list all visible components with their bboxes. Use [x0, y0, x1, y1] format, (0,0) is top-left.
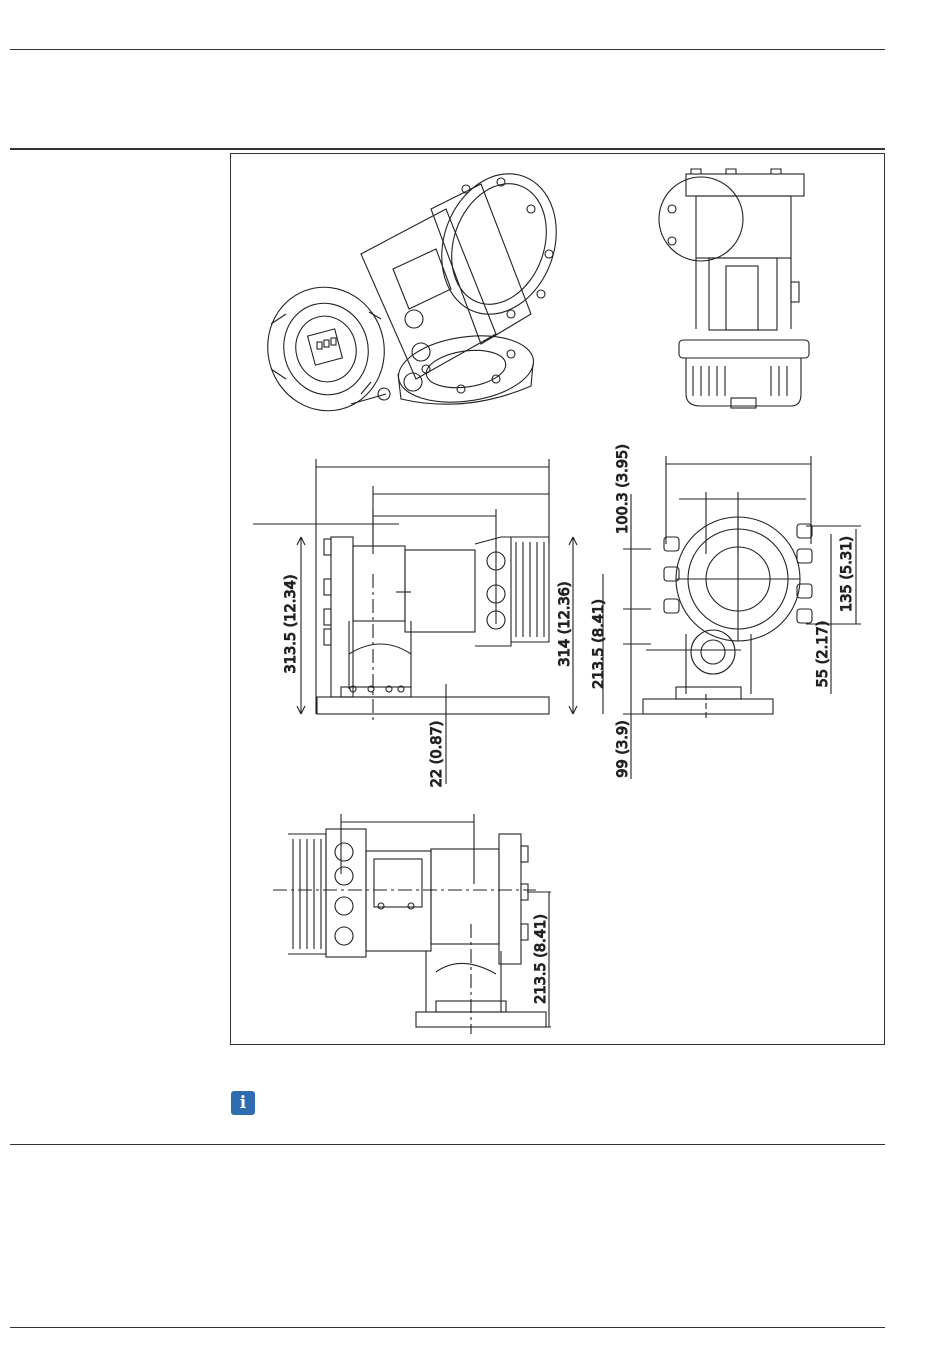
dim-label-1: 313.5 (12.34) [283, 575, 299, 674]
dim-label-8: 55 (2.17) [815, 621, 831, 688]
header-rule-bottom [10, 148, 885, 150]
dim-label-7: 135 (5.31) [839, 536, 855, 612]
isometric-view [254, 158, 575, 424]
dim-label-9: 213.5 (8.41) [533, 914, 549, 1004]
info-icon: i [231, 1091, 255, 1115]
dimension-drawing-frame: 313.5 (12.34) 314 (12.36) 22 (0.87) 100.… [230, 153, 885, 1045]
section-rule [10, 1144, 885, 1145]
dim-label-6: 99 (3.9) [615, 720, 631, 777]
side-view [253, 459, 577, 784]
info-icon-glyph: i [231, 1091, 255, 1115]
dim-label-4: 100.3 (3.95) [615, 444, 631, 534]
dim-label-3: 22 (0.87) [429, 721, 445, 788]
front-view [603, 456, 861, 779]
dim-label-5: 213.5 (8.41) [591, 599, 607, 689]
bottom-side-view [273, 814, 551, 1034]
dimension-drawing: 313.5 (12.34) 314 (12.36) 22 (0.87) 100.… [231, 154, 886, 1046]
rear-view [659, 169, 809, 408]
footer-rule [10, 1327, 885, 1328]
header-rule-top [10, 49, 885, 50]
dim-label-2: 314 (12.36) [557, 581, 573, 666]
